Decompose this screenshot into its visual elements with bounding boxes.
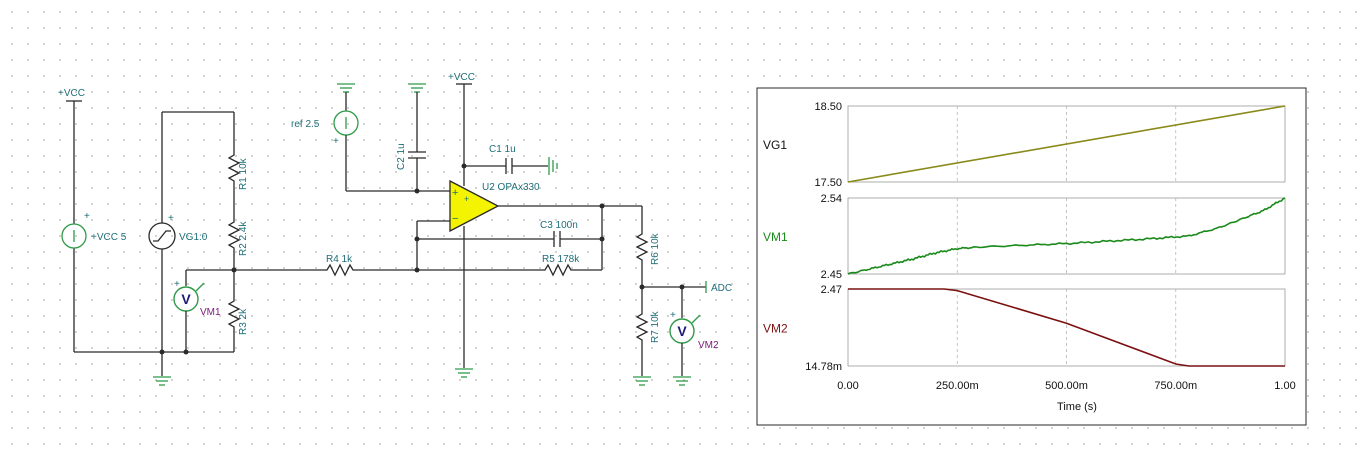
opamp-plus: +	[452, 187, 458, 199]
trace-line-vm2	[848, 288, 1285, 367]
vm1-plus: +	[174, 279, 180, 290]
ref-label: ref 2.5	[291, 119, 320, 130]
ground-c1-icon	[548, 157, 558, 175]
ground-vm2-icon	[673, 376, 691, 386]
vcc-top-left-label: +VCC	[58, 88, 85, 99]
r7-label: R7 10k	[650, 310, 661, 343]
trace-line-vm1	[847, 197, 1286, 275]
r2-label: R2 2.4k	[238, 221, 249, 256]
vm2-voltmeter[interactable]: V +	[669, 310, 701, 344]
vm1-voltmeter[interactable]: V +	[173, 279, 205, 312]
trace-panel-vm2: 2.47 14.78m VM2	[763, 284, 1286, 373]
vg1-plus: +	[168, 213, 174, 224]
r7-resistor[interactable]	[635, 310, 649, 344]
adc-label: ADC	[711, 283, 732, 294]
vg1-label: VG1:0	[179, 232, 208, 243]
y-top-tick: 18.50	[814, 101, 842, 113]
opamp-vplus: +	[464, 194, 469, 204]
ground-opamp-icon	[455, 368, 473, 378]
ground-r7-icon	[633, 376, 651, 386]
y-bottom-tick: 17.50	[814, 177, 842, 189]
opamp-minus: −	[452, 213, 458, 225]
vcc-source-label: +VCC 5	[91, 232, 127, 243]
trace-name: VM2	[763, 322, 788, 336]
x-tick-label: 250.00m	[936, 380, 979, 392]
trace-line-vg1	[847, 105, 1286, 183]
r1-resistor[interactable]	[227, 150, 241, 186]
c1-label: C1 1u	[489, 144, 516, 155]
r4-resistor[interactable]	[322, 263, 358, 277]
x-tick-label: 750.00m	[1154, 380, 1197, 392]
r6-label: R6 10k	[650, 232, 661, 265]
r4-label: R4 1k	[326, 254, 353, 265]
ramp-source-icon	[148, 222, 176, 250]
vm1-symbol: V	[181, 291, 191, 307]
x-axis-label: Time (s)	[1057, 401, 1097, 413]
r3-resistor[interactable]	[227, 296, 241, 332]
r5-label: R5 178k	[542, 254, 580, 265]
r2-resistor[interactable]	[227, 218, 241, 252]
ground-left-icon	[153, 376, 171, 386]
vcc-source-plus: +	[84, 211, 90, 222]
c3-label: C3 100n	[540, 220, 578, 231]
u2-label: U2 OPAx330	[482, 182, 540, 193]
vm2-label: VM2	[698, 340, 719, 351]
u2-opamp[interactable]: + − +	[449, 179, 500, 233]
r6-resistor[interactable]	[635, 230, 649, 264]
r1-label: R1 10k	[238, 157, 249, 190]
trace-name: VG1	[763, 138, 787, 152]
y-top-tick: 2.47	[821, 284, 842, 296]
r5-resistor[interactable]	[540, 263, 576, 277]
vg1-source[interactable]: +	[148, 112, 176, 352]
vm2-plus: +	[670, 310, 676, 321]
ref-plus: +	[333, 136, 339, 147]
y-bottom-tick: 14.78m	[805, 361, 842, 373]
c2-label: C2 1u	[396, 143, 407, 170]
vcc-source-icon[interactable]	[61, 223, 87, 249]
vcc-top-mid-label: +VCC	[448, 72, 475, 83]
x-tick-label: 1.00	[1274, 380, 1295, 392]
y-top-tick: 2.54	[821, 193, 842, 205]
vcc-source-branch: +	[61, 100, 90, 352]
x-tick-label: 0.00	[837, 380, 858, 392]
vm2-symbol: V	[677, 323, 687, 339]
r3-label: R3 2k	[238, 308, 249, 335]
vm1-label: VM1	[200, 307, 221, 318]
trace-panel-vm1: 2.54 2.45 VM1	[763, 193, 1286, 281]
trace-panel-vg1: 18.50 17.50 VG1	[763, 101, 1286, 189]
y-bottom-tick: 2.45	[821, 269, 842, 281]
x-tick-label: 500.00m	[1045, 380, 1088, 392]
trace-name: VM1	[763, 230, 788, 244]
